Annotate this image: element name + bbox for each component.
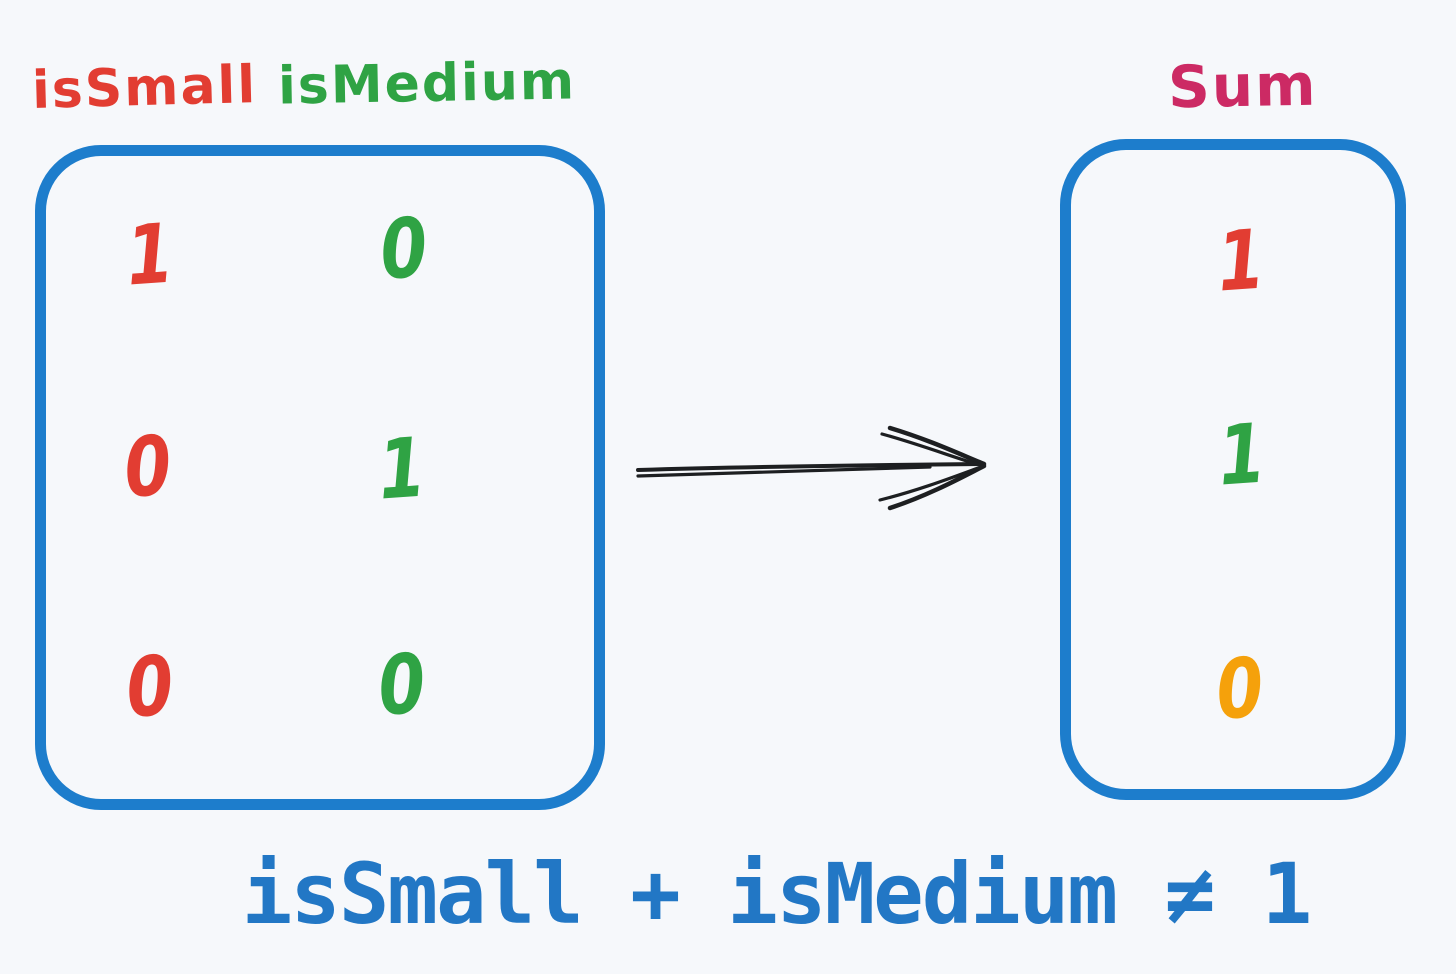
table-cell-ismedium-row3: 0 — [375, 636, 429, 735]
column-label-ismedium: isMedium — [277, 51, 577, 117]
table-cell-issmall-row1: 1 — [123, 206, 177, 305]
column-label-sum: Sum — [1167, 50, 1319, 122]
table-cell-issmall-row3: 0 — [123, 638, 177, 737]
sum-table-box — [1060, 139, 1406, 800]
table-cell-sum-row1: 1 — [1214, 212, 1268, 311]
arrow-right-icon — [636, 425, 987, 511]
table-cell-sum-row2: 1 — [1215, 406, 1269, 505]
input-table-box — [35, 145, 605, 810]
table-cell-ismedium-row2: 1 — [375, 420, 429, 519]
table-cell-sum-row3: 0 — [1213, 640, 1267, 739]
column-label-issmall: isSmall — [31, 55, 258, 121]
table-cell-ismedium-row1: 0 — [377, 200, 431, 299]
table-cell-issmall-row2: 0 — [121, 418, 175, 517]
constraint-formula: isSmall + isMedium ≠ 1 — [241, 845, 1313, 943]
